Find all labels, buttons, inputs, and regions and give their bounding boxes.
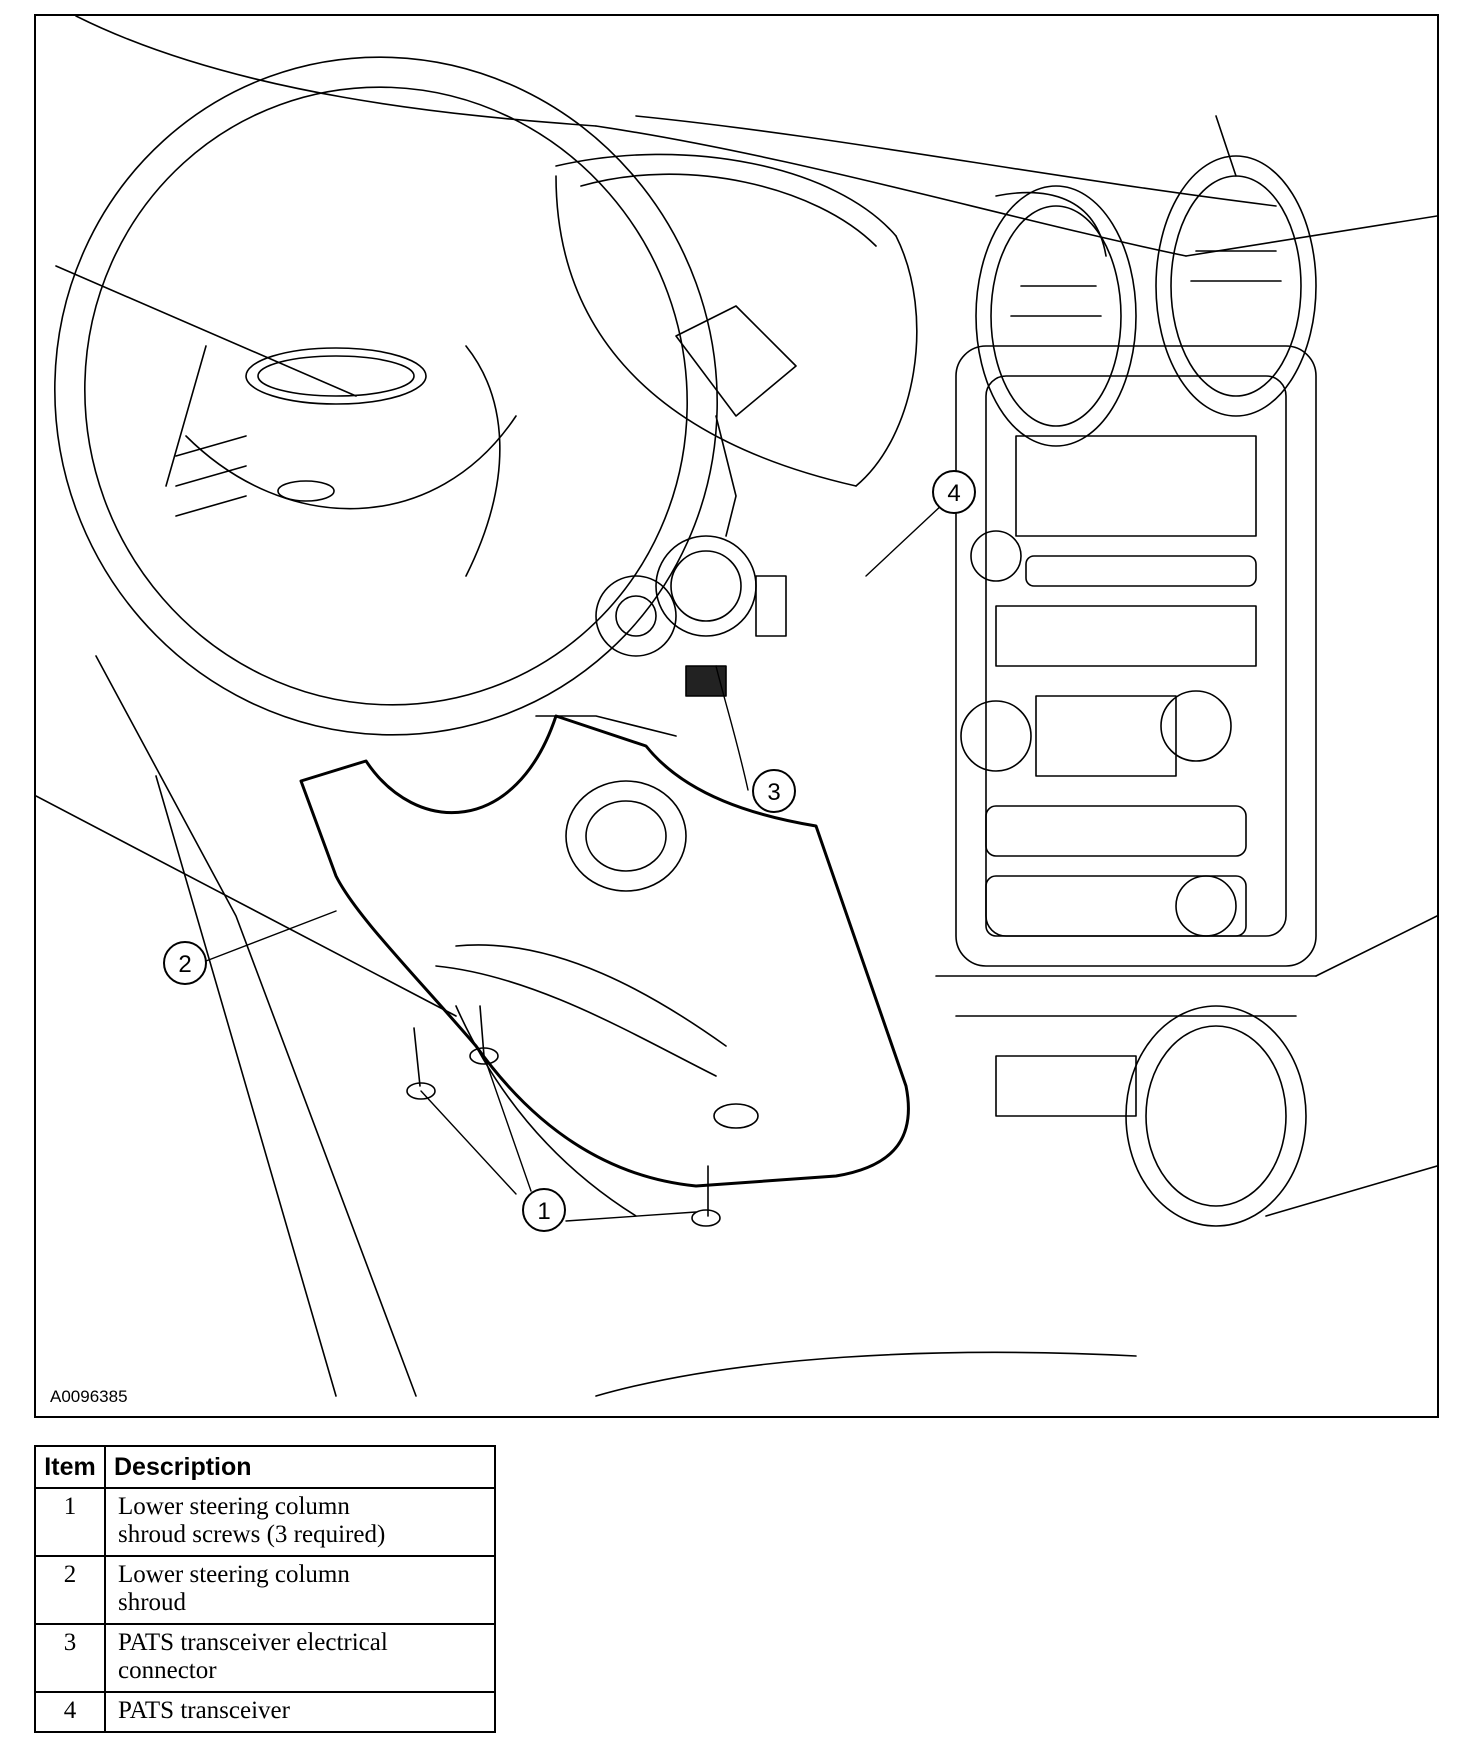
legend-description-line: PATS transceiver electrical (118, 1629, 388, 1656)
turn-signal-stalk (675, 305, 797, 537)
callout-1: 1 (522, 1188, 566, 1232)
legend-item-description: Lower steering column shroud screws (3 r… (104, 1487, 496, 1557)
steering-wheel (54, 56, 718, 736)
legend-table: Item Description 1 Lower steering column… (34, 1445, 496, 1733)
legend-header-description: Description (104, 1445, 496, 1489)
callout-4-label: 4 (947, 480, 960, 507)
legend-row: 3 PATS transceiver electrical connector (34, 1623, 496, 1693)
lower-shroud (299, 714, 910, 1188)
upper-dash-lines (55, 16, 1437, 397)
shroud-screws (406, 1005, 721, 1227)
diagram-frame: 4 3 2 1 A0096385 (34, 14, 1439, 1418)
legend-description-line: Lower steering column (118, 1561, 350, 1588)
callout-leader-lines (205, 502, 945, 1222)
legend-description-line: shroud screws (3 required) (118, 1521, 386, 1548)
legend-header-row: Item Description (34, 1445, 496, 1489)
lower-console (36, 655, 1437, 1397)
legend-row: 2 Lower steering column shroud (34, 1555, 496, 1625)
callout-3-label: 3 (767, 779, 780, 806)
callout-4: 4 (932, 470, 976, 514)
callout-2: 2 (163, 941, 207, 985)
legend-item-number: 2 (34, 1555, 106, 1625)
callout-3: 3 (752, 769, 796, 813)
legend-description-line: Lower steering column (118, 1493, 350, 1520)
shroud-details (435, 780, 759, 1129)
callout-2-label: 2 (178, 951, 191, 978)
callout-1-label: 1 (537, 1198, 550, 1225)
figure-id: A0096385 (50, 1387, 128, 1406)
legend-item-number: 4 (34, 1691, 106, 1733)
legend-row: 4 PATS transceiver (34, 1691, 496, 1733)
legend-item-number: 1 (34, 1487, 106, 1557)
legend-description-line: PATS transceiver (118, 1697, 290, 1724)
center-stack (955, 155, 1317, 967)
legend-header-item: Item (34, 1445, 106, 1489)
legend-description-line: shroud (118, 1589, 187, 1616)
legend-item-description: Lower steering column shroud (104, 1555, 496, 1625)
legend-row: 1 Lower steering column shroud screws (3… (34, 1487, 496, 1557)
ford-logo-oval (245, 347, 427, 405)
legend-description-line: connector (118, 1657, 217, 1684)
ignition-transceiver-area (535, 535, 787, 737)
legend-item-description: PATS transceiver electrical connector (104, 1623, 496, 1693)
instrument-cluster (555, 153, 918, 487)
legend-item-description: PATS transceiver (104, 1691, 496, 1733)
legend-item-number: 3 (34, 1623, 106, 1693)
dashboard-line-drawing: 4 3 2 1 (36, 16, 1437, 1397)
